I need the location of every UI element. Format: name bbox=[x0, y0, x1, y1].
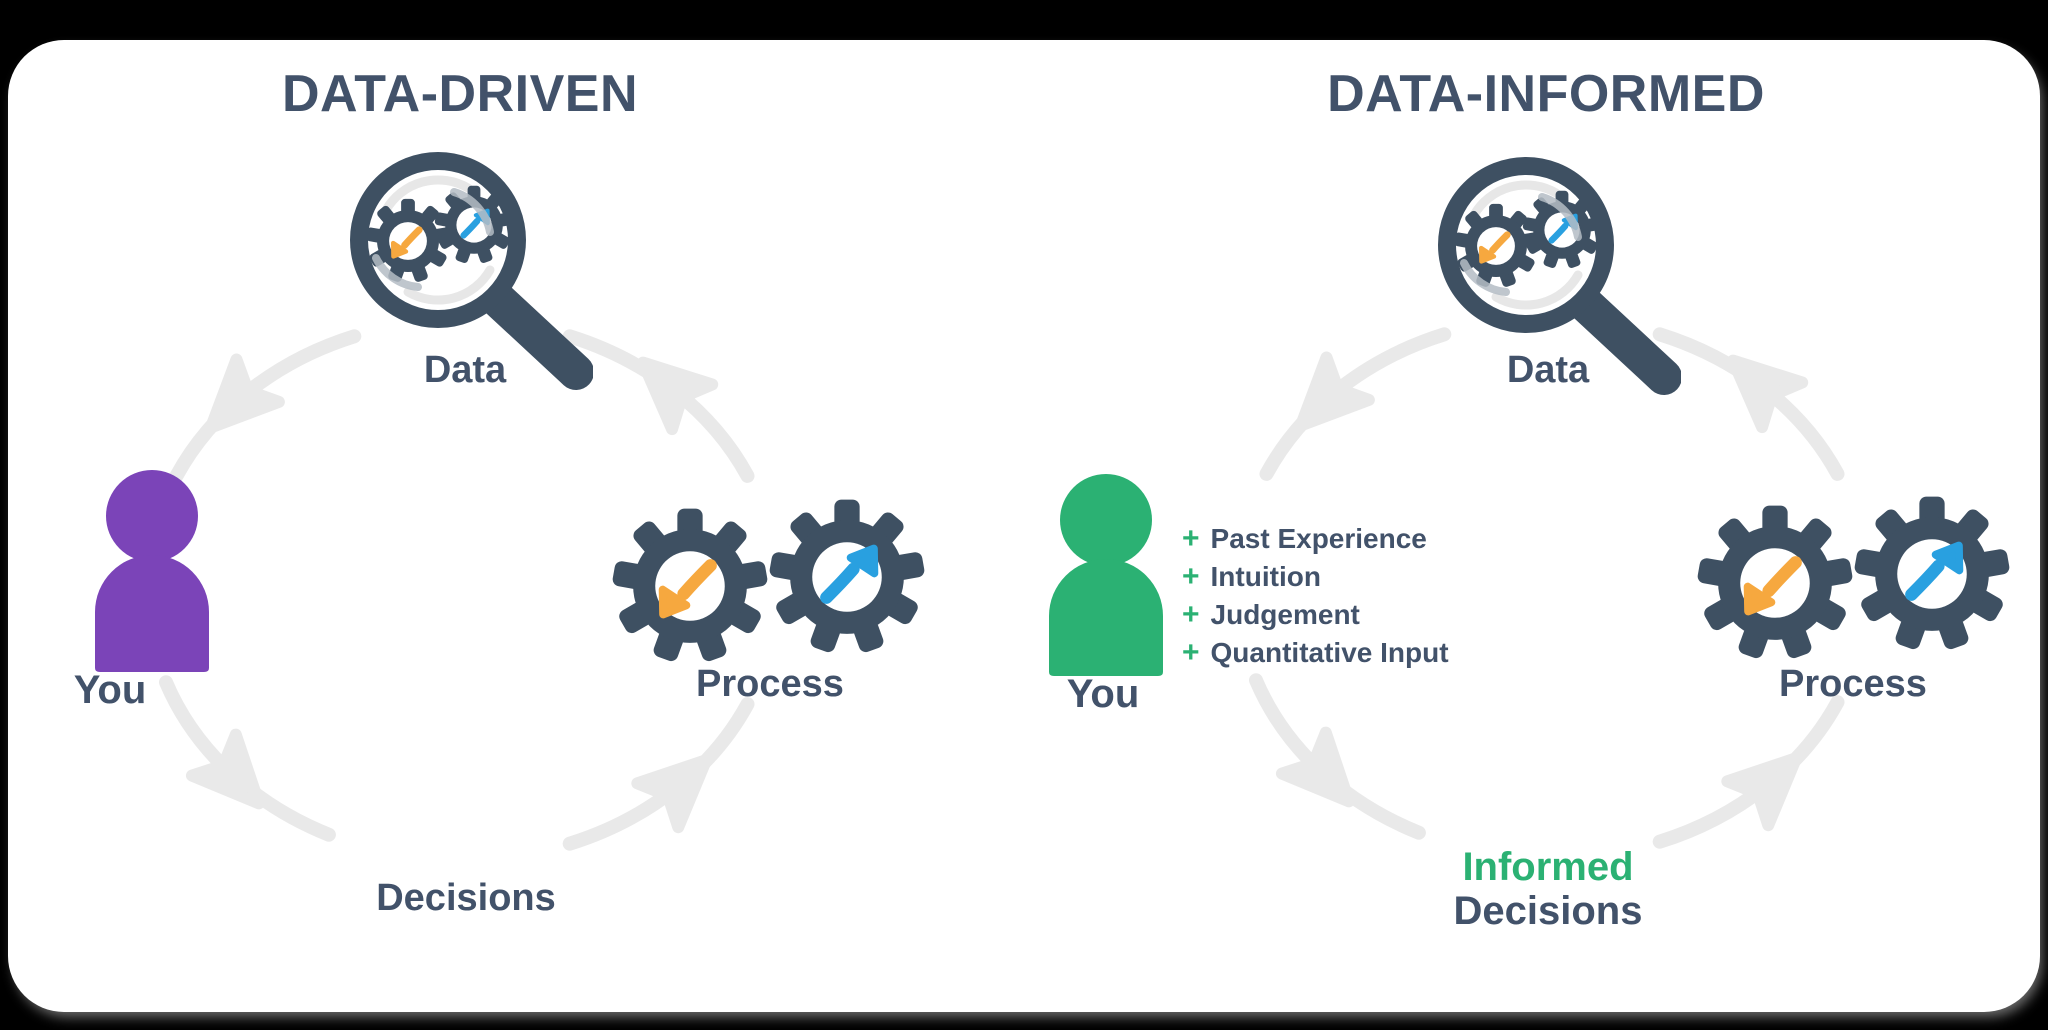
addition-text: Past Experience bbox=[1210, 523, 1427, 554]
decisions-line: Decisions bbox=[1453, 889, 1643, 933]
plus-icon: + bbox=[1182, 598, 1200, 631]
informed-decisions-label: Informed Decisions bbox=[1348, 845, 1748, 933]
addition-text: Judgement bbox=[1210, 599, 1360, 630]
addition-item: + Intuition bbox=[1182, 560, 1449, 598]
plus-icon: + bbox=[1182, 636, 1200, 669]
infographic-card bbox=[8, 40, 2040, 1012]
additions-list: + Past Experience + Intuition + Judgemen… bbox=[1182, 522, 1449, 674]
process-label: Process bbox=[1779, 663, 1927, 705]
you-label: You bbox=[73, 668, 147, 712]
person-icon bbox=[1049, 474, 1163, 676]
data-driven-title: DATA-DRIVEN bbox=[282, 65, 638, 123]
addition-item: + Quantitative Input bbox=[1182, 636, 1449, 674]
decisions-label: Decisions bbox=[376, 877, 556, 919]
addition-item: + Past Experience bbox=[1182, 522, 1449, 560]
addition-text: Intuition bbox=[1210, 561, 1321, 592]
informed-line: Informed bbox=[1462, 845, 1634, 889]
addition-text: Quantitative Input bbox=[1210, 637, 1449, 668]
you-label: You bbox=[1066, 672, 1140, 716]
addition-item: + Judgement bbox=[1182, 598, 1449, 636]
person-icon bbox=[95, 470, 209, 672]
data-label: Data bbox=[423, 349, 507, 391]
gears-icon bbox=[1695, 493, 2015, 663]
plus-icon: + bbox=[1182, 560, 1200, 593]
plus-icon: + bbox=[1182, 522, 1200, 555]
gears-icon bbox=[610, 496, 930, 666]
data-label: Data bbox=[1506, 349, 1590, 391]
process-label: Process bbox=[696, 663, 844, 705]
data-informed-title: DATA-INFORMED bbox=[1327, 65, 1765, 123]
